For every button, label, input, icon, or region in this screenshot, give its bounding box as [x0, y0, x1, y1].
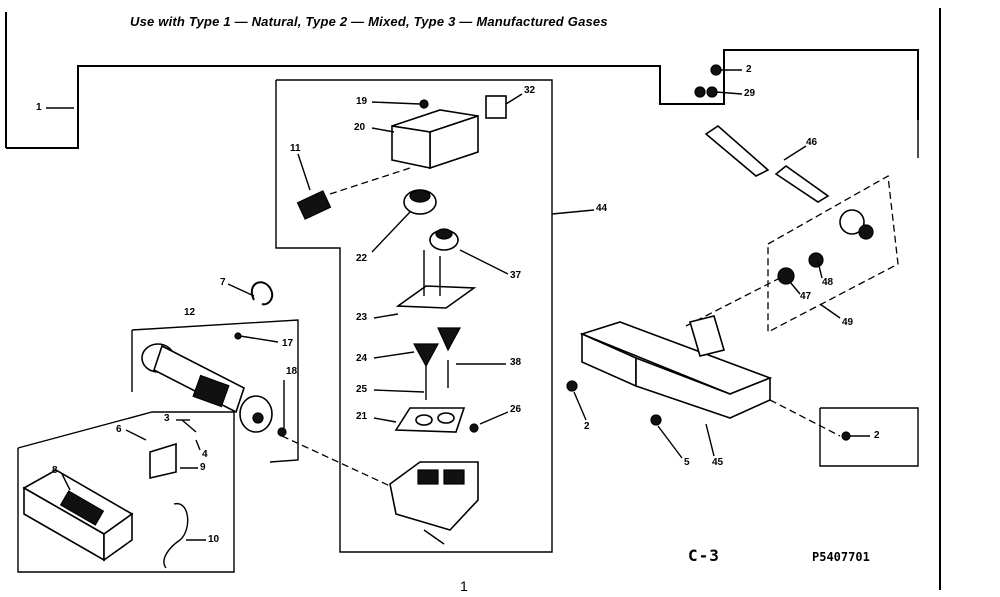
callout-2-left: 2 — [584, 421, 590, 432]
boundary-lines — [5, 8, 941, 590]
callout-19: 19 — [356, 96, 368, 107]
part-20-bracket — [391, 95, 507, 170]
callout-21: 21 — [356, 411, 368, 422]
igniter-box — [17, 411, 235, 573]
callout-44: 44 — [596, 203, 608, 214]
callout-4: 4 — [202, 449, 208, 460]
callout-25: 25 — [356, 384, 368, 395]
callout-29: 29 — [744, 88, 756, 99]
callout-9: 9 — [200, 462, 206, 473]
leader-lines — [46, 69, 870, 541]
callout-22: 22 — [356, 253, 368, 264]
valve-body — [389, 461, 479, 545]
callout-18: 18 — [286, 366, 298, 377]
callout-12: 12 — [184, 307, 196, 318]
burner-tube — [141, 332, 391, 487]
callout-23: 23 — [356, 312, 368, 323]
page-number: 1 — [460, 578, 468, 594]
callout-6: 6 — [116, 424, 122, 435]
callout-2-top: 2 — [746, 64, 752, 75]
valve-assembly-box — [275, 79, 553, 553]
callout-37: 37 — [510, 270, 522, 281]
callout-38: 38 — [510, 357, 522, 368]
part-46-tube — [704, 124, 830, 203]
part-7-hook — [251, 281, 274, 306]
callout-3: 3 — [164, 413, 170, 424]
diagram-heading: Use with Type 1 — Natural, Type 2 — Mixe… — [130, 14, 608, 29]
part-11-clip — [296, 167, 411, 220]
orifice-washers — [685, 209, 874, 327]
doc-number: P5407701 — [812, 550, 870, 564]
orifice-dashed-box — [767, 174, 899, 334]
burner-assembly-box — [131, 319, 299, 463]
callout-48-upper: 48 — [822, 277, 834, 288]
callout-10: 10 — [208, 534, 220, 545]
callout-49: 49 — [842, 317, 854, 328]
callout-46: 46 — [806, 137, 818, 148]
top-right-screws — [694, 64, 722, 98]
callout-11: 11 — [290, 143, 301, 154]
callout-1: 1 — [36, 102, 42, 113]
callout-45: 45 — [712, 457, 724, 468]
part-45-bracket — [566, 315, 851, 441]
igniter-parts — [22, 419, 197, 569]
part-21-plate — [394, 407, 479, 433]
part-23-plate — [395, 250, 477, 309]
page-id: C-3 — [688, 546, 720, 565]
part-22-magnet — [403, 189, 459, 251]
callout-2-right: 2 — [874, 430, 880, 441]
callout-47: 47 — [800, 291, 812, 302]
callout-26: 26 — [510, 404, 522, 415]
callout-32: 32 — [524, 85, 536, 96]
callout-17: 17 — [282, 338, 294, 349]
callout-24: 24 — [356, 353, 368, 364]
callout-7: 7 — [220, 277, 226, 288]
callout-5: 5 — [684, 457, 690, 468]
callout-8: 8 — [52, 465, 58, 476]
part-24-cones — [412, 327, 462, 400]
callout-20: 20 — [354, 122, 366, 133]
